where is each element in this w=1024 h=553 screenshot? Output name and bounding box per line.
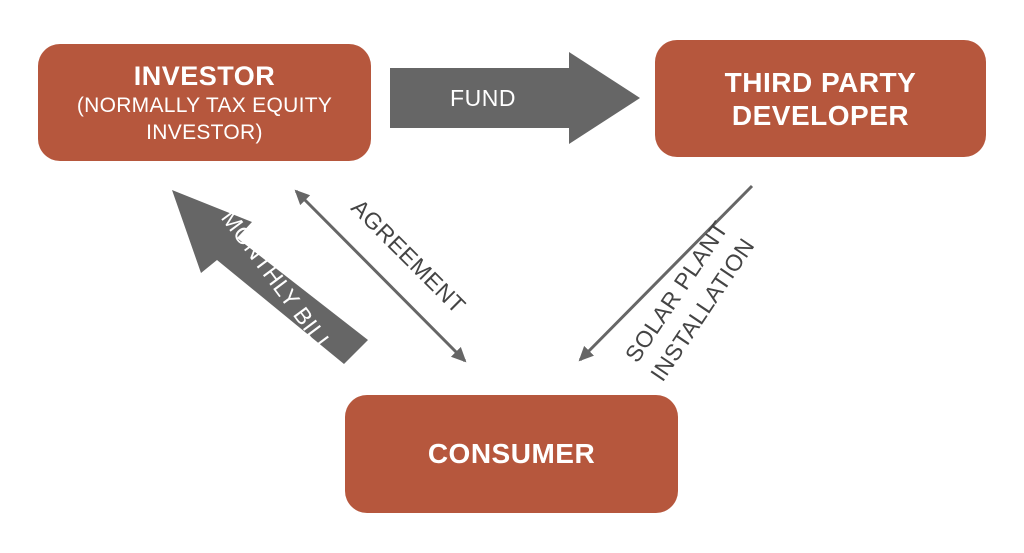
- investor-subtitle-line2: INVESTOR): [146, 120, 263, 144]
- fund-label: FUND: [450, 85, 516, 111]
- consumer-title: CONSUMER: [427, 438, 596, 469]
- fund-arrow: FUND: [390, 52, 640, 144]
- developer-title-line1: THIRD PARTY: [724, 66, 917, 98]
- developer-title-line2: DEVELOPER: [731, 99, 910, 131]
- agreement-label: AGREEMENT: [346, 194, 471, 319]
- solar-installation-arrow: SOLAR PLANT INSTALLATION: [578, 184, 760, 386]
- monthly-bill-label: MONTHLY BILL: [216, 205, 338, 357]
- investor-box: INVESTOR (NORMALLY TAX EQUITY INVESTOR): [38, 44, 371, 161]
- investor-title: INVESTOR: [133, 60, 276, 91]
- developer-box: THIRD PARTY DEVELOPER: [655, 40, 986, 157]
- monthly-bill-arrow: MONTHLY BILL: [172, 190, 368, 364]
- investor-subtitle-line1: (NORMALLY TAX EQUITY: [76, 93, 333, 117]
- consumer-box: CONSUMER: [345, 395, 678, 513]
